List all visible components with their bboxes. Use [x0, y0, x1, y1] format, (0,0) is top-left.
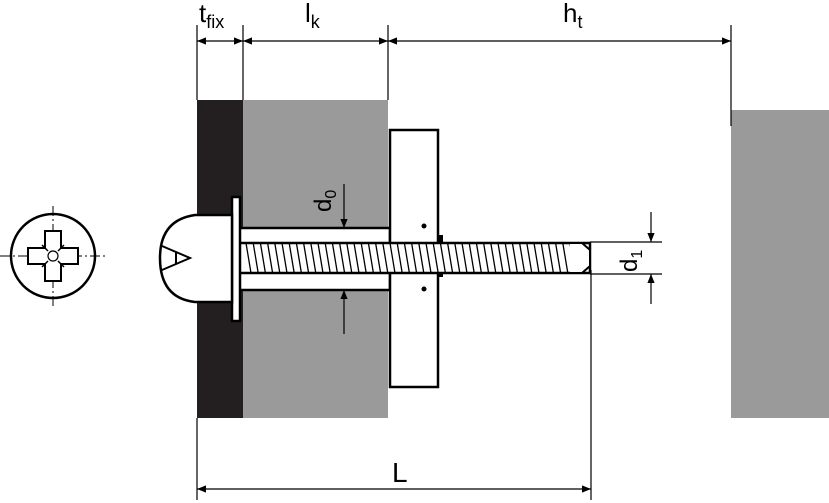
phillips-pozidriv-head-icon	[0, 206, 106, 306]
rear-wall	[731, 110, 829, 418]
label-d0: d0	[310, 190, 340, 212]
label-t-fix-main: t	[199, 0, 207, 28]
screw-shank	[198, 241, 592, 275]
screw-head	[158, 213, 234, 304]
label-h-t-sub: t	[577, 12, 582, 32]
label-d1: d1	[616, 250, 646, 272]
label-l-k: lk	[305, 0, 321, 32]
label-l-k-sub: k	[311, 12, 321, 32]
label-h-t-main: h	[563, 0, 577, 28]
label-h-t: ht	[563, 0, 582, 32]
label-l-k-main: l	[305, 0, 311, 28]
label-L: L	[392, 457, 408, 488]
label-d0-sub: 0	[323, 190, 340, 199]
label-d0-main: d	[310, 199, 337, 212]
label-t-fix: tfix	[199, 0, 224, 32]
label-d1-main: d	[616, 259, 643, 272]
label-t-fix-sub: fix	[206, 12, 224, 32]
label-d1-sub: 1	[629, 250, 646, 259]
